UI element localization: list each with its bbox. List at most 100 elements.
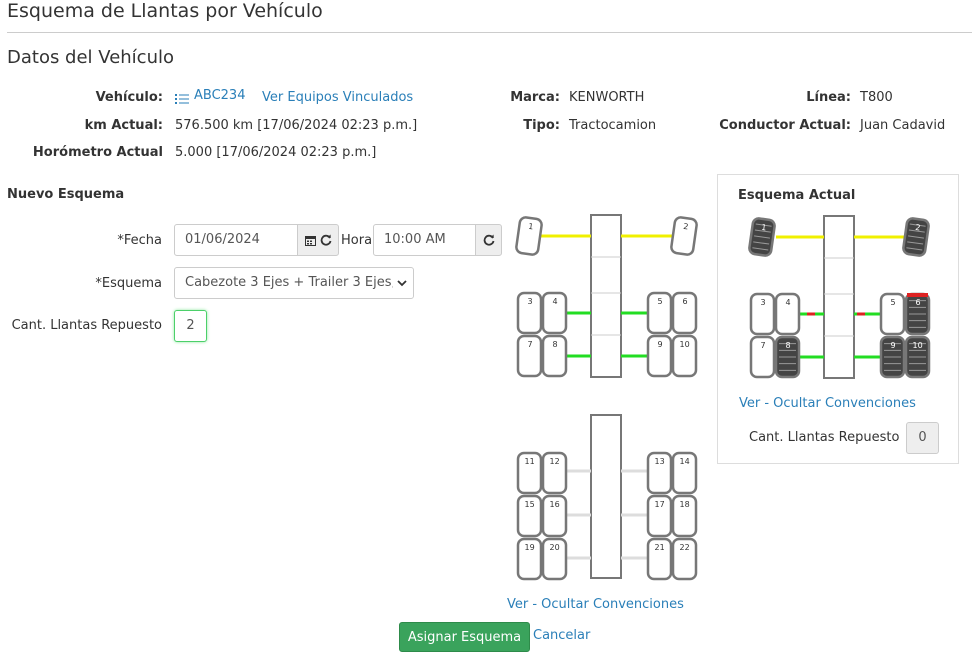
- tire-number: 18: [680, 500, 690, 509]
- tire-icon[interactable]: 21: [646, 537, 673, 581]
- tire-icon[interactable]: 5: [879, 292, 906, 336]
- tire-number: 11: [525, 457, 535, 466]
- esquema-select[interactable]: Cabezote 3 Ejes + Trailer 3 Ejes, 2: [174, 267, 414, 299]
- conductor-value: Juan Cadavid: [860, 118, 946, 133]
- tire-number: 8: [786, 341, 791, 350]
- tire-icon[interactable]: 8: [774, 335, 801, 379]
- tire-number: 3: [761, 298, 766, 307]
- tire-icon[interactable]: 7: [516, 334, 543, 378]
- tire-icon[interactable]: 20: [541, 537, 568, 581]
- tire-number: 15: [525, 500, 535, 509]
- fecha-addon: [297, 224, 339, 256]
- tipo-label: Tipo:: [523, 118, 560, 133]
- actual-convenciones-link[interactable]: Ver - Ocultar Convenciones: [739, 396, 916, 411]
- tire-icon[interactable]: 3: [749, 292, 776, 336]
- section-title: Datos del Vehículo: [7, 47, 175, 68]
- tire-icon[interactable]: 10: [671, 334, 698, 378]
- asignar-esquema-button[interactable]: Asignar Esquema: [399, 622, 530, 652]
- tire-number: 6: [683, 297, 688, 306]
- vehiculo-label: Vehículo:: [95, 90, 163, 105]
- tire-number: 2: [915, 223, 921, 233]
- linea-label: Línea:: [806, 90, 851, 105]
- tire-number: 2: [683, 222, 689, 232]
- tire-number: 9: [891, 341, 896, 350]
- vehiculo-value: ABC234: [194, 88, 246, 103]
- conductor-label: Conductor Actual:: [719, 118, 851, 133]
- tire-icon[interactable]: 8: [541, 334, 568, 378]
- tire-icon[interactable]: 17: [646, 494, 673, 538]
- tire-number: 16: [550, 500, 560, 509]
- tire-icon[interactable]: 2: [670, 216, 698, 256]
- tire-number: 7: [528, 340, 533, 349]
- tire-icon[interactable]: 5: [646, 291, 673, 335]
- cancelar-link[interactable]: Cancelar: [533, 628, 591, 643]
- linea-value: T800: [860, 90, 893, 105]
- tire-icon[interactable]: 9: [646, 334, 673, 378]
- tire-icon[interactable]: 18: [671, 494, 698, 538]
- tire-number: 9: [658, 340, 663, 349]
- tire-icon[interactable]: 6: [671, 291, 698, 335]
- tire-icon[interactable]: 1: [748, 217, 776, 257]
- tire-number: 5: [658, 297, 663, 306]
- tire-icon[interactable]: 9: [879, 335, 906, 379]
- horometro-label: Horómetro Actual: [32, 145, 163, 160]
- hora-addon: [475, 224, 502, 256]
- tire-number: 17: [655, 500, 665, 509]
- tire-icon[interactable]: 10: [904, 335, 931, 379]
- horometro-value: 5.000 [17/06/2024 02:23 p.m.]: [175, 145, 377, 160]
- vehiculo-value-link[interactable]: ABC234: [175, 88, 246, 104]
- marca-value: KENWORTH: [569, 90, 645, 105]
- chevron-down-icon: [397, 279, 407, 287]
- header-divider: [7, 32, 972, 33]
- tire-number: 20: [550, 543, 560, 552]
- tire-number: 21: [655, 543, 665, 552]
- tire-icon[interactable]: 4: [541, 291, 568, 335]
- calendar-icon[interactable]: [304, 235, 316, 246]
- tire-number: 4: [786, 298, 791, 307]
- marca-label: Marca:: [510, 90, 560, 105]
- tractor-chassis: [590, 214, 622, 378]
- actual-chassis: [823, 215, 855, 379]
- tire-icon[interactable]: 15: [516, 494, 543, 538]
- hora-label: Hora: [341, 233, 373, 248]
- list-icon: [175, 90, 189, 104]
- tire-icon[interactable]: 14: [671, 451, 698, 495]
- tire-number: 22: [680, 543, 690, 552]
- refresh-icon[interactable]: [320, 234, 332, 246]
- tire-number: 13: [655, 457, 665, 466]
- tire-number: 1: [761, 223, 767, 233]
- tire-number: 6: [916, 298, 921, 307]
- tire-icon[interactable]: 2: [902, 217, 930, 257]
- tire-icon[interactable]: 3: [516, 291, 543, 335]
- tire-number: 10: [913, 341, 923, 350]
- tire-icon[interactable]: 22: [671, 537, 698, 581]
- refresh-icon[interactable]: [483, 234, 495, 246]
- tire-icon[interactable]: 12: [541, 451, 568, 495]
- actual-repuesto-input: 0: [906, 422, 939, 454]
- tire-icon[interactable]: 19: [516, 537, 543, 581]
- nuevo-convenciones-link[interactable]: Ver - Ocultar Convenciones: [507, 597, 684, 612]
- tire-icon[interactable]: 13: [646, 451, 673, 495]
- tire-icon[interactable]: 4: [774, 292, 801, 336]
- nuevo-esquema-title: Nuevo Esquema: [7, 187, 125, 202]
- tire-number: 14: [680, 457, 690, 466]
- tipo-value: Tractocamion: [569, 118, 657, 133]
- ver-equipos-link[interactable]: Ver Equipos Vinculados: [262, 90, 414, 105]
- tire-number: 7: [761, 341, 766, 350]
- tire-icon[interactable]: 7: [749, 335, 776, 379]
- tire-number: 19: [525, 543, 535, 552]
- tire-icon[interactable]: 6: [904, 292, 931, 336]
- tire-icon[interactable]: 16: [541, 494, 568, 538]
- tire-number: 8: [553, 340, 558, 349]
- tire-icon[interactable]: 11: [516, 451, 543, 495]
- tire-icon[interactable]: 1: [515, 216, 543, 256]
- esquema-actual-diagram: 1 2 3 4 5 6 7 8 9 10: [748, 215, 931, 379]
- hora-input[interactable]: 10:00 AM: [373, 224, 476, 256]
- tire-number: 10: [680, 340, 690, 349]
- page-title: Esquema de Llantas por Vehículo: [7, 0, 323, 22]
- esquema-select-value: Cabezote 3 Ejes + Trailer 3 Ejes, 2: [185, 275, 393, 290]
- repuesto-input[interactable]: 2: [174, 310, 207, 342]
- fecha-input[interactable]: 01/06/2024: [174, 224, 298, 256]
- km-label: km Actual:: [84, 118, 163, 133]
- tire-number: 4: [553, 297, 558, 306]
